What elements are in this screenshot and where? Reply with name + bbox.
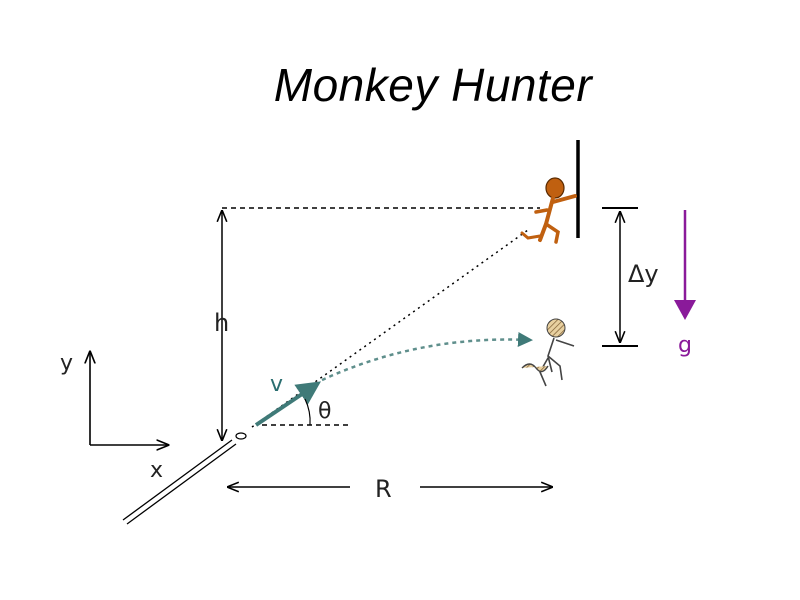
gravity-label: g bbox=[678, 333, 692, 358]
launcher bbox=[122, 432, 247, 525]
velocity-label: v bbox=[270, 372, 283, 397]
angle-indicator: θ bbox=[262, 398, 350, 426]
height-dimension: h bbox=[214, 211, 229, 440]
range-dimension: R bbox=[228, 475, 552, 503]
monkey-hanging bbox=[520, 177, 577, 244]
projectile-trajectory bbox=[321, 331, 533, 382]
height-label: h bbox=[214, 309, 229, 337]
range-label: R bbox=[375, 475, 392, 503]
monkey-falling bbox=[521, 318, 575, 387]
gravity-vector: g bbox=[674, 210, 696, 358]
delta-y-label: Δy bbox=[628, 260, 659, 288]
delta-y-dimension: Δy bbox=[602, 207, 659, 347]
velocity-vector: v bbox=[254, 372, 321, 427]
diagram-title: Monkey Hunter bbox=[273, 59, 593, 111]
x-axis-label: x bbox=[150, 458, 163, 483]
angle-label: θ bbox=[318, 399, 331, 424]
y-axis-label: y bbox=[60, 351, 73, 376]
projectile bbox=[235, 432, 247, 440]
coordinate-axes: y x bbox=[60, 351, 168, 483]
line-of-sight bbox=[251, 229, 529, 428]
